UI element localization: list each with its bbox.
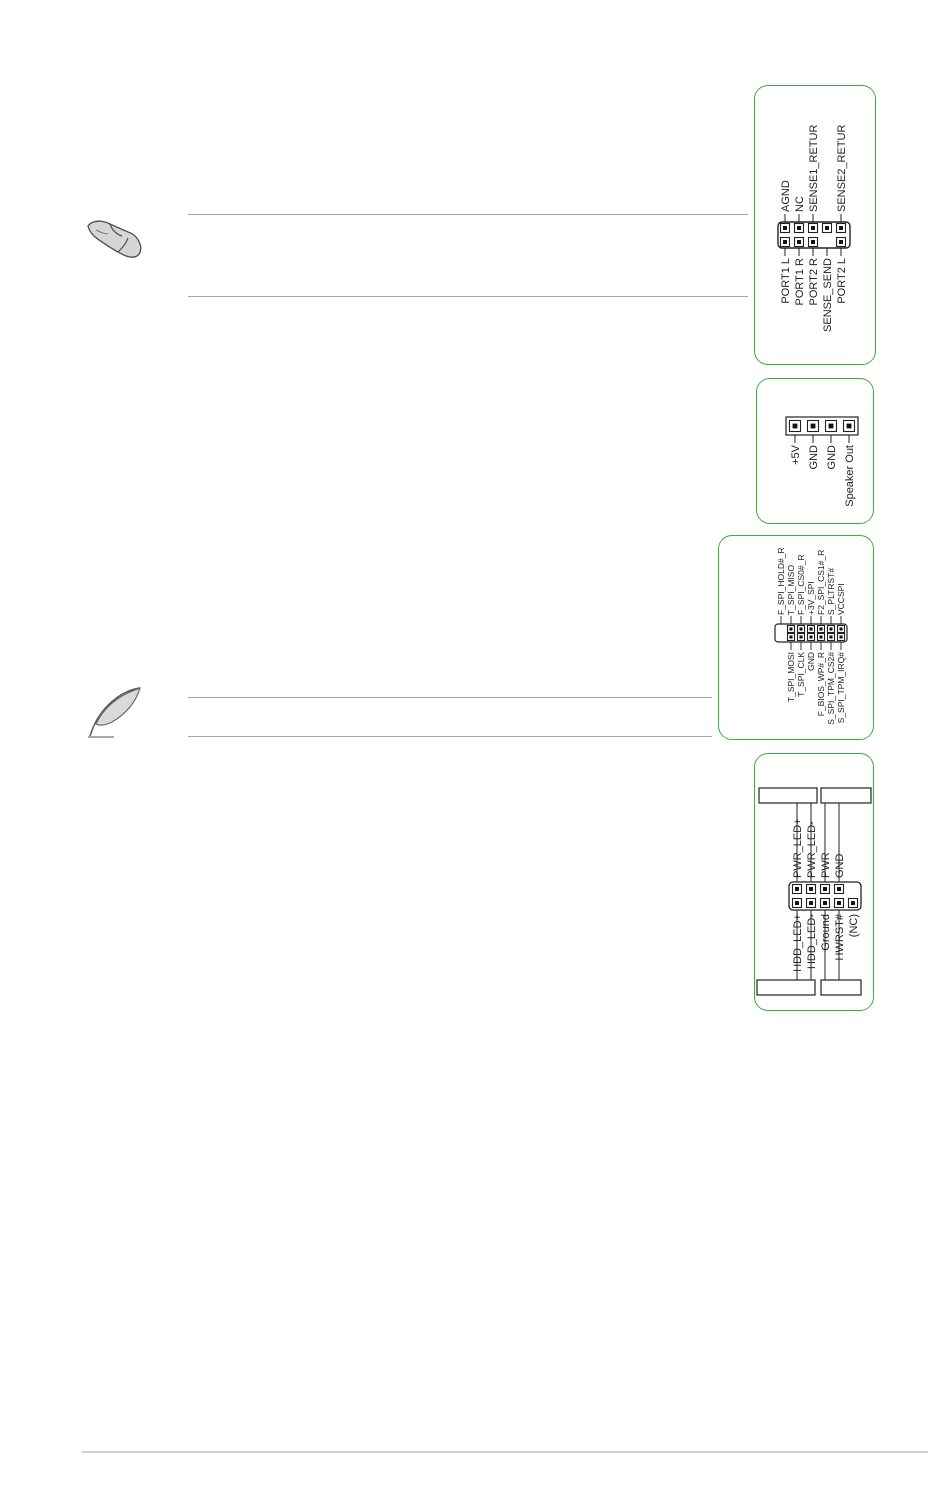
note-rule-top-2 (188, 697, 712, 698)
spi-pin-bottom (826, 632, 836, 642)
panel-pin-bottom (791, 897, 803, 909)
aafp-pin-top (835, 222, 847, 234)
panel-bottom-label: HDD_LED- (806, 914, 818, 969)
aafp-left-label: PORT1 R (794, 258, 806, 306)
spi-pin-top (786, 624, 796, 634)
speaker-pin-label: Speaker Out (844, 445, 856, 507)
note-rule-bottom (188, 296, 748, 297)
spi-bottom-label: S_SPI_TPM_IRQ# (836, 652, 846, 724)
spi-pin-top (796, 624, 806, 634)
aafp-pin-top (807, 222, 819, 234)
hand-note-icon (82, 212, 148, 262)
spi-pin-bottom (786, 632, 796, 642)
spi-pin-top (826, 624, 836, 634)
speaker-header-diagram: +5V GND GND Speaker Out (756, 378, 874, 524)
panel-pin-top (833, 883, 845, 895)
spi-bottom-label: T_SPI_CLK (796, 652, 806, 697)
spi-pin-bottom (836, 632, 846, 642)
speaker-header-svg: +5V GND GND Speaker Out (785, 416, 859, 507)
aafp-pin-bottom (835, 236, 847, 248)
aafp-pin-bottom (807, 236, 819, 248)
aafp-pin-bottom (779, 236, 791, 248)
reset-btn-block (820, 979, 862, 996)
aafp-left-label: SENSE_SEND (822, 258, 834, 332)
spi-pin-bottom (816, 632, 826, 642)
page-footer-rule (82, 1451, 928, 1453)
spi-top-label: T_SPI_MISO (786, 565, 796, 615)
panel-pin-bottom (833, 897, 845, 909)
spi-bottom-label: T_SPI_MOSI (786, 652, 796, 702)
panel-pin-bottom (819, 897, 831, 909)
spi-pin-bottom (796, 632, 806, 642)
panel-top-label: PWR (820, 852, 832, 878)
spi-top-label: F_SPI_CS0#_R (796, 555, 806, 615)
spi-bottom-label: GND (806, 652, 816, 671)
panel-bottom-label: HDD_LED+ (792, 914, 804, 972)
feather-note-icon (84, 684, 144, 740)
aafp-pin-bottom (793, 236, 805, 248)
panel-top-label: PWR_LED- (806, 821, 818, 878)
panel-pin-bottom (805, 897, 817, 909)
spi-top-label: S_PLTRST# (826, 568, 836, 615)
spi-bottom-label: S_SPI_TPM_CS2# (826, 652, 836, 725)
aafp-right-label: SENSE1_RETUR (808, 125, 820, 212)
spi-bottom-label: F_BIOS_WP#_R (816, 652, 826, 716)
speaker-pin (788, 419, 802, 433)
spi-pin-top (806, 624, 816, 634)
hdd-led-block (756, 979, 816, 996)
speaker-pin-label: +5V (790, 444, 802, 465)
speaker-pin (842, 419, 856, 433)
spi-pin-top (816, 624, 826, 634)
panel-top-label: PWR_LED+ (792, 818, 804, 878)
panel-pin-top (805, 883, 817, 895)
panel-pin-top (819, 883, 831, 895)
spi-pin-bottom (806, 632, 816, 642)
panel-top-label: GND (834, 854, 846, 879)
aafp-pin-top (793, 222, 805, 234)
aafp-pin-top (821, 222, 833, 234)
panel-header-outline (788, 881, 862, 911)
aafp-right-label: NC (794, 196, 806, 212)
aafp-right-label: SENSE2_RETUR (836, 125, 848, 212)
pwr-btn-block (820, 787, 872, 804)
aafp-pin-top (779, 222, 791, 234)
aafp-right-label: AGND (780, 180, 792, 212)
panel-bottom-label: Ground (820, 914, 832, 951)
pwr-led-block (758, 787, 818, 804)
panel-bottom-label: HWRST# (834, 913, 846, 960)
aafp-header-diagram: PORT1 L AGND PORT1 R NC PORT2 R SENSE1_RETUR S… (754, 85, 876, 365)
spi-top-label: +3V_SPI (806, 581, 816, 615)
panel-bottom-label: (NC) (848, 914, 860, 937)
speaker-pin-label: GND (826, 445, 838, 470)
spi-pin-top (836, 624, 846, 634)
speaker-header-outline (785, 416, 859, 436)
aafp-left-label: PORT2 L (836, 258, 848, 304)
spi-top-label: F2_SPI_CS1#_R (816, 550, 826, 615)
note-rule-top (188, 214, 748, 215)
spi-top-label: VCCSPI (836, 583, 846, 615)
aafp-left-label: PORT2 R (808, 258, 820, 306)
speaker-pin (824, 419, 838, 433)
speaker-pin-label: GND (808, 445, 820, 470)
panel-pin-top (791, 883, 803, 895)
aafp-header-outline (777, 221, 851, 249)
aafp-left-label: PORT1 L (780, 258, 792, 304)
panel-pin-bottom (847, 897, 859, 909)
spi-top-label: F_SPI_HOLD#_R (776, 547, 786, 615)
note-rule-bottom-2 (188, 736, 712, 737)
aafp-header-svg: PORT1 L AGND PORT1 R NC PORT2 R SENSE1_RETUR S… (777, 125, 851, 332)
speaker-pin (806, 419, 820, 433)
